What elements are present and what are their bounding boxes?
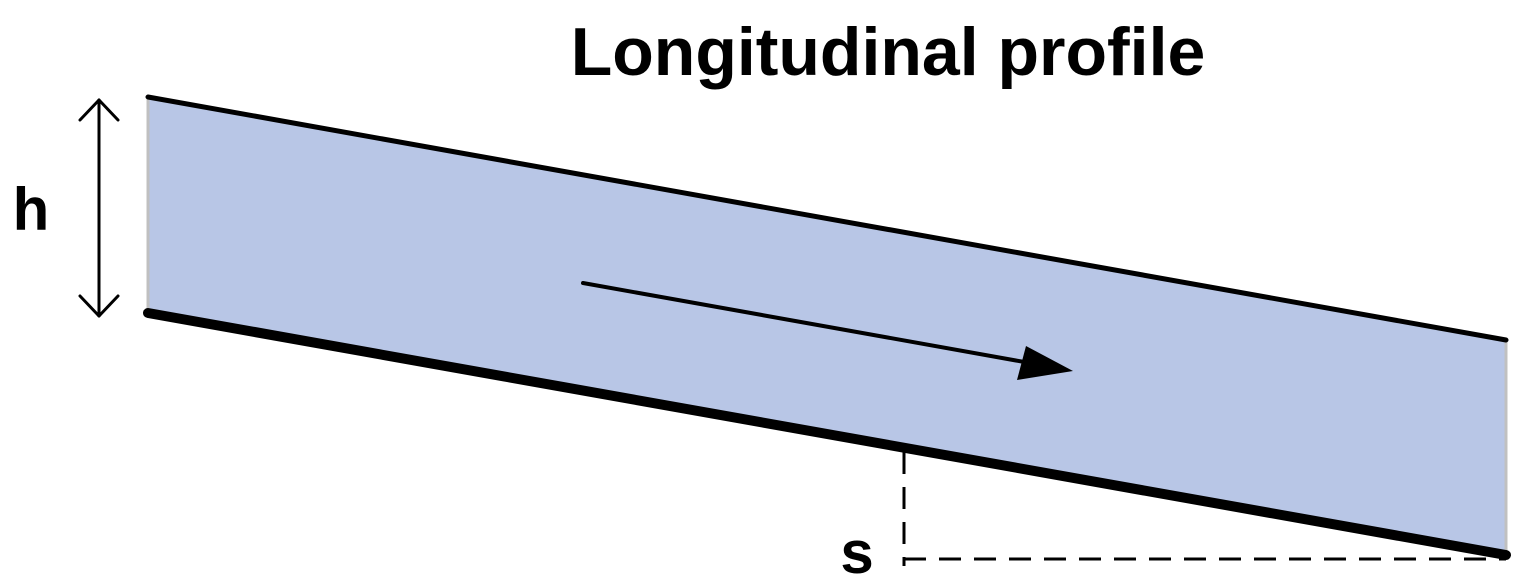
slope-label: s [840,519,873,585]
water-surface-line [145,94,1509,343]
channel-bed-line [143,308,1511,560]
depth-dimension-arrow [78,98,120,318]
depth-label: h [13,176,50,243]
diagram-title: Longitudinal profile [571,14,1206,90]
slope-reference-lines [902,452,1506,566]
flow-direction-arrow [581,281,1073,380]
